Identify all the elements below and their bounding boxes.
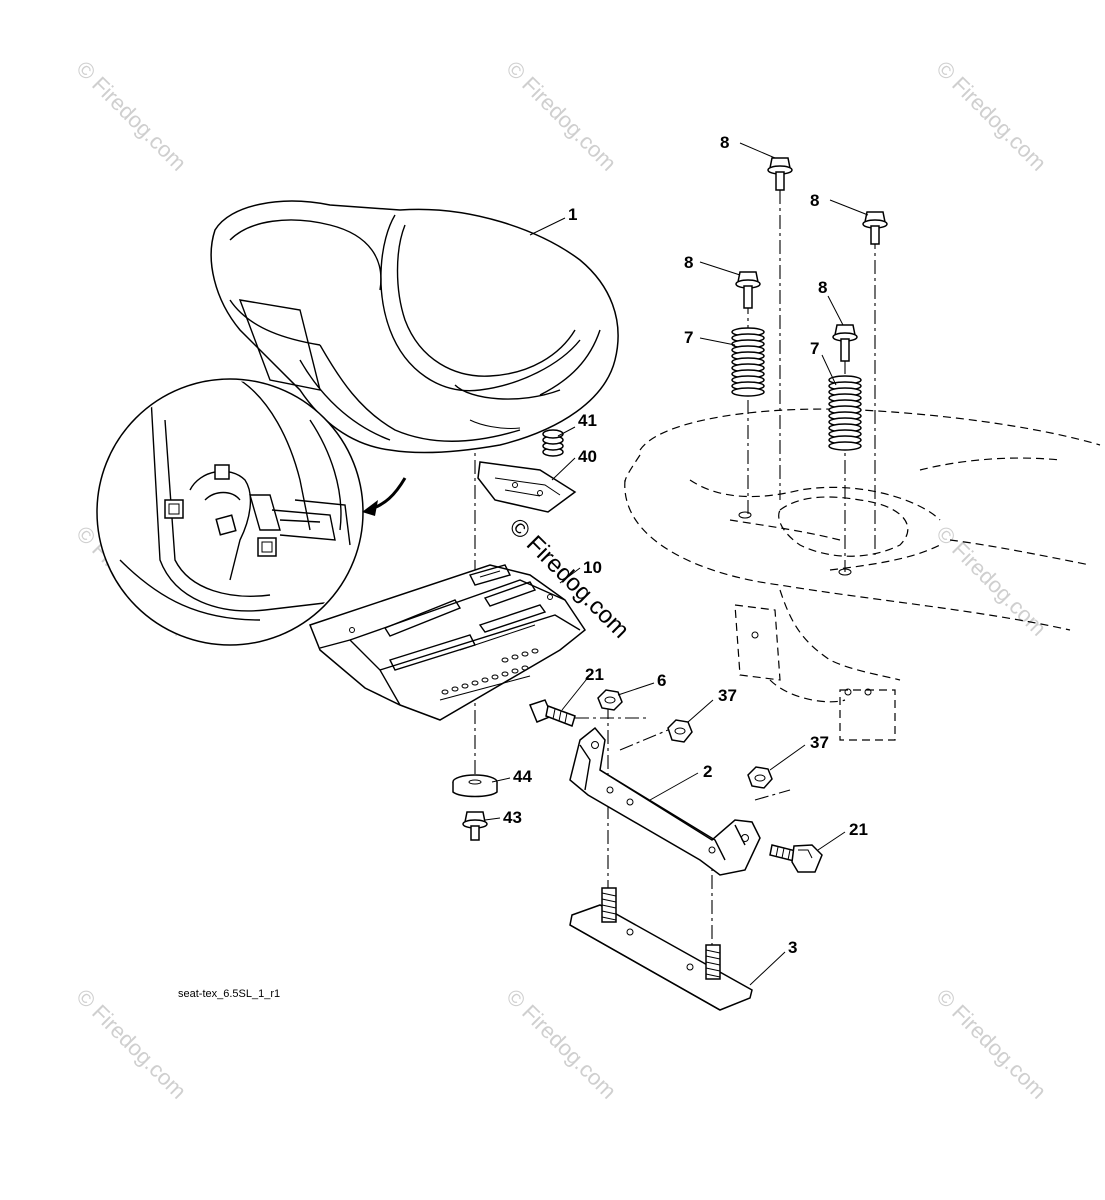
callout-3: 3	[788, 938, 797, 957]
watermark-top-left: © Firedog.com	[71, 56, 191, 176]
callout-40: 40	[578, 447, 597, 466]
watermark-top-right: © Firedog.com	[931, 56, 1051, 176]
callout-8-b: 8	[810, 191, 819, 210]
tractor-frame	[624, 408, 1101, 741]
arrow-head-icon	[362, 500, 378, 516]
latch-part-40	[477, 461, 577, 513]
spring-part-41	[542, 429, 564, 457]
callout-41: 41	[578, 411, 597, 430]
leader-lines	[484, 142, 869, 986]
seat-pan-part-10	[309, 564, 587, 721]
washer-part-44	[452, 774, 498, 798]
callout-10: 10	[583, 558, 602, 577]
callout-2: 2	[703, 762, 712, 781]
callout-37-b: 37	[810, 733, 829, 752]
detail-inset	[96, 378, 407, 646]
seat-part-1	[210, 200, 619, 454]
bolt-part-21-left	[529, 699, 576, 727]
figure-id: seat-tex_6.5SL_1_r1	[178, 988, 280, 1000]
bolt-part-8-a	[767, 157, 793, 191]
bracket-part-2	[569, 726, 761, 876]
callout-8-a: 8	[720, 133, 729, 152]
bolt-part-43	[462, 811, 488, 841]
nut-part-37-b	[747, 766, 773, 789]
callout-8-d: 8	[818, 278, 827, 297]
spring-part-7-a	[731, 327, 765, 397]
callout-37-a: 37	[718, 686, 737, 705]
spring-part-7-b	[828, 375, 862, 451]
callout-7-a: 7	[684, 328, 693, 347]
stud-left	[601, 887, 617, 923]
watermark-top-center: © Firedog.com	[501, 56, 621, 176]
watermark-bottom-left: © Firedog.com	[71, 984, 191, 1104]
watermark-bottom-right: © Firedog.com	[931, 984, 1051, 1104]
nut-part-6	[597, 689, 623, 711]
callout-44: 44	[513, 767, 532, 786]
callout-21-a: 21	[585, 665, 604, 684]
callout-labels: 1 8 8 8 8 7 7 41 40 10 21 6 37 2 37 21 4…	[503, 133, 868, 957]
callout-1: 1	[568, 205, 577, 224]
stud-right	[705, 944, 721, 980]
callout-8-c: 8	[684, 253, 693, 272]
callout-6: 6	[657, 671, 666, 690]
callout-43: 43	[503, 808, 522, 827]
callout-7-b: 7	[810, 339, 819, 358]
bolt-part-8-d	[832, 324, 858, 362]
bolt-part-8-b	[862, 211, 888, 245]
callout-21-b: 21	[849, 820, 868, 839]
adjust-holes	[441, 648, 539, 695]
base-plate-part-3	[569, 904, 753, 1011]
nut-part-37-a	[667, 719, 693, 743]
watermark-bottom-center: © Firedog.com	[501, 984, 621, 1104]
bolt-part-8-c	[735, 271, 761, 309]
bolt-part-21-right	[769, 844, 823, 873]
